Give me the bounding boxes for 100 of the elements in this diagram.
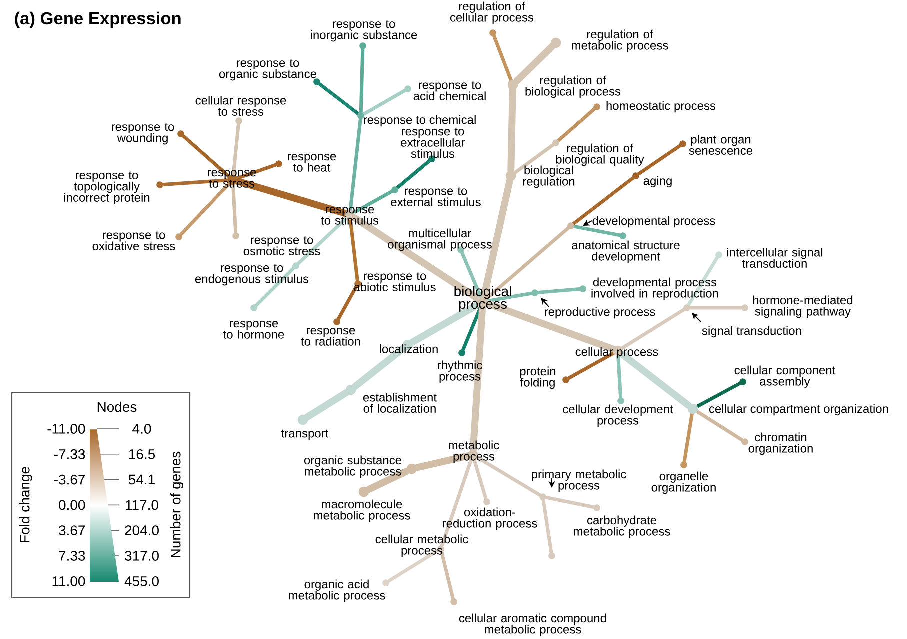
node-label: oxidation-reduction process [443,508,538,530]
term-node: biological regulation [506,166,575,188]
node-label: regulation of metabolic process [572,30,668,52]
term-node: regulation of biological process [508,76,621,98]
branch-line [362,89,407,116]
branch-line [318,82,360,116]
term-node: response to osmotic stress [232,232,320,256]
branch-line [557,108,596,142]
term-node: organic acid metabolic process [289,580,390,602]
term-node: response to heat [276,154,336,172]
node-label: establishment of localization [363,392,437,413]
term-node: protein folding [520,366,570,390]
term-node: organelle organization [652,462,716,494]
term-node: response to chemical [358,112,476,127]
node-label: macromolecule metabolic process [314,500,410,522]
term-node: response to radiation [301,318,360,346]
node-label: response to hormone [224,321,284,339]
branch-line [572,224,622,238]
term-node: response to organic substance [219,59,320,86]
scale-label: 7.33 [59,551,86,561]
term-node: response to wounding [112,123,184,145]
branch-line [696,410,744,442]
term-node: regulation of cellular process [450,2,534,36]
node-label: rhythmic process [438,360,482,384]
branch-line [484,300,616,353]
branch-line [409,301,482,346]
branch-line [514,143,555,175]
branch-line [352,344,408,390]
term-node: intercellular signal transduction [716,248,823,268]
branch-line [620,308,686,350]
branch-line [572,176,635,226]
branch-line [232,122,240,176]
node-label: developmental process [592,216,716,228]
branch-line [348,218,360,282]
branch-line [348,118,362,212]
title: (a) Gene Expression [15,12,181,28]
term-node: cellular aromatic compound metabolic process [450,598,606,636]
branch-line [485,226,570,300]
term-node: hormone-mediated signaling pathway [742,296,853,318]
node-label: aging [644,176,672,188]
term-node: cellular response to stress [196,96,286,124]
branch-line [688,306,744,310]
term-node: cellular component assembly [734,366,836,388]
branch-line [162,178,230,186]
branch-line [440,550,455,600]
term-dot [548,552,556,560]
node-label: protein folding [520,366,556,390]
node-label: response to radiation [301,328,360,346]
term-node: response to endogenous stimulus [195,262,309,286]
scale-label: 54.1 [128,474,155,485]
branch-line [359,48,365,114]
scale-label: 11.00 [52,576,86,586]
term-node: chromatin organization [742,432,813,456]
branch-line [304,389,350,421]
node-label: signal transduction [702,326,802,338]
branch-line [180,182,232,236]
branch-line [236,163,278,180]
branch-line [440,458,473,548]
scale-label: 455.0 [124,576,159,586]
branch-line [353,190,394,214]
scale-label: 3.67 [59,526,86,536]
term-node: anatomical structure development [572,232,680,264]
scale-label: 4.0 [132,424,152,434]
term-node: homeostatic process [594,101,716,113]
branch-line [460,252,483,299]
node-label: cellular response to stress [196,96,286,116]
term-node: rhythmic process [438,350,482,384]
branch-line [542,498,554,554]
scale-label: -3.67 [54,474,86,485]
node-label: regulation of biological quality [556,144,644,166]
branch-line [232,184,238,234]
branch-line [513,43,556,85]
term-node: cellular process [576,346,658,359]
node-label: carbohydrate metabolic process [574,516,670,538]
term-node: regulation of metabolic process [550,30,668,52]
branch-line [387,549,440,583]
branch-line [480,178,514,300]
node-label: cellular aromatic compound metabolic process [459,614,606,636]
node-label: cellular development process [563,404,674,428]
node-label: response to chemical [364,115,476,127]
branch-line [476,456,542,497]
branch-line [365,468,411,494]
term-node: biological process [454,286,512,312]
node-label: primary metabolic process [532,470,626,492]
scale-label: -7.33 [54,449,86,460]
term-node: oxidation-reduction process [443,498,538,530]
branch-line [351,214,482,303]
term-node: cellular metabolic process [376,534,468,558]
node-label: regulation of biological process [526,76,621,98]
term-node: cellular compartment organization [688,404,888,416]
node-label: anatomical structure development [572,240,680,264]
node-label: organelle organization [652,472,716,494]
node-label: response to inorganic substance [311,20,418,42]
branch-line [296,216,348,266]
scale-label: 204.0 [125,526,159,536]
term-node: response to external stimulus [391,186,481,207]
branch-line [182,134,231,178]
branch-line [486,292,534,303]
node-label: reproductive process [545,307,656,319]
axis-title: Fold change [20,467,33,542]
